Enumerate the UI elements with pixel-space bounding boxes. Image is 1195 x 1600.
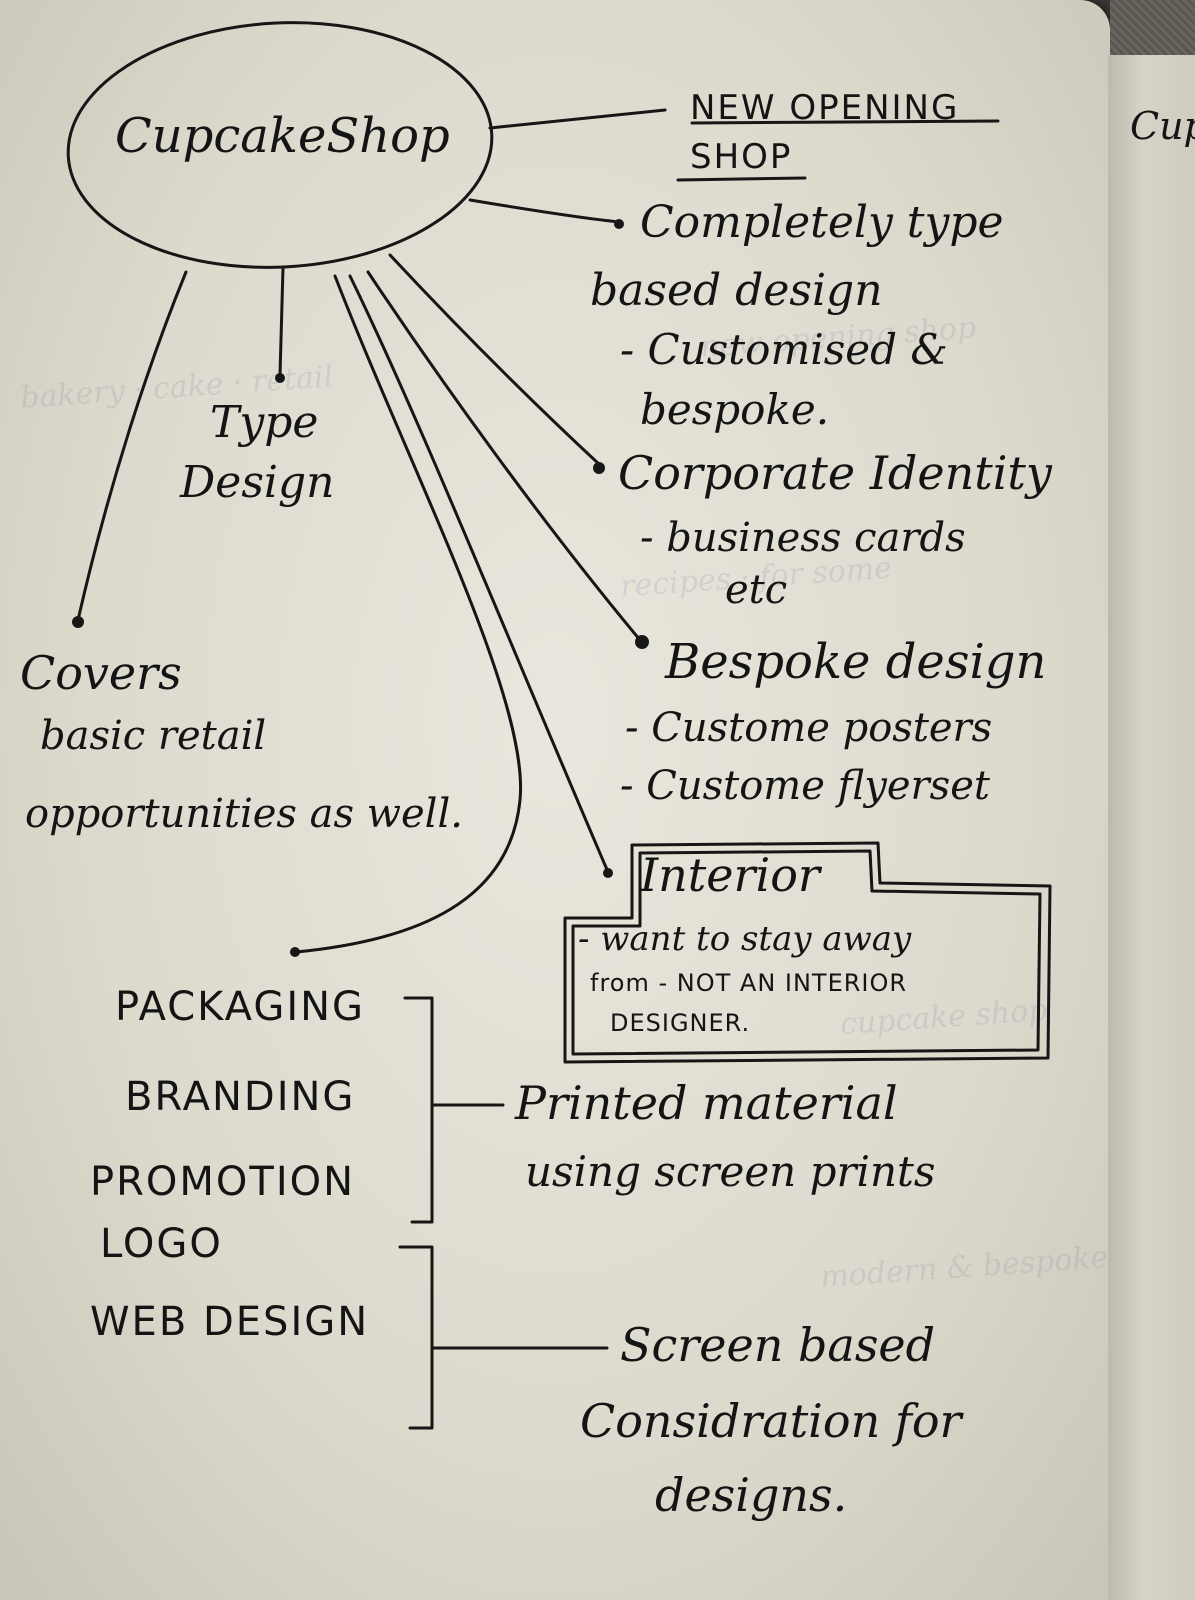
- dot-type-based: [614, 219, 624, 229]
- type-design-line-2: Design: [180, 457, 335, 508]
- notebook-page: [0, 0, 1110, 1600]
- type-based-line-3: - Customised &: [620, 325, 948, 374]
- dot-interior: [603, 868, 613, 878]
- underline-new: [690, 119, 1000, 125]
- interior-title: Interior: [640, 848, 820, 902]
- dot-type-design: [275, 373, 285, 383]
- screen-note-line-1: Screen based: [620, 1318, 936, 1372]
- background-fabric: [1110, 0, 1195, 60]
- new-opening-shop-label: NEW OPENING SHOP: [690, 88, 960, 178]
- bespoke-line-3: - Custome flyerset: [620, 763, 990, 809]
- center-ellipse: [66, 21, 494, 269]
- bespoke-line-2: - Custome posters: [625, 705, 993, 751]
- covers-line-2: basic retail: [40, 713, 267, 759]
- corporate-line-3: etc: [725, 567, 788, 613]
- print-note-line-2: using screen prints: [525, 1147, 936, 1196]
- interior-line-3: DESIGNER.: [610, 1009, 751, 1037]
- dot-packaging: [290, 947, 300, 957]
- interior-frame-inner: [571, 849, 1042, 1056]
- bespoke-line-1: Bespoke design: [665, 634, 1047, 690]
- type-design-line-1: Type: [210, 397, 319, 448]
- next-page-edge: Cup: [1108, 55, 1195, 1600]
- connector-new-opening: [488, 108, 667, 130]
- interior-frame-outer: [563, 841, 1052, 1064]
- connector-type-based: [468, 198, 622, 224]
- bracket-screen: [398, 1245, 434, 1430]
- dot-covers: [72, 616, 84, 628]
- next-page-fragment: Cup: [1130, 104, 1195, 148]
- type-based-line-1: Completely type: [640, 197, 1004, 248]
- type-based-line-4: bespoke.: [640, 385, 830, 434]
- center-label: CupcakeShop: [115, 108, 450, 164]
- print-group-branding: BRANDING: [125, 1074, 356, 1120]
- print-group-promotion: PROMOTION: [90, 1159, 356, 1205]
- covers-line-1: Covers: [20, 646, 182, 700]
- dot-corporate: [593, 462, 605, 474]
- connector-type-design: [278, 266, 285, 377]
- connector-corporate: [388, 253, 602, 467]
- connector-interior: [348, 274, 610, 874]
- connector-covers: [76, 270, 188, 622]
- corporate-line-1: Corporate Identity: [618, 446, 1052, 500]
- bracket-print: [403, 996, 434, 1224]
- screen-note-line-2: Considration for: [580, 1394, 962, 1448]
- type-based-line-2: based design: [590, 265, 883, 316]
- interior-line-1: - want to stay away: [578, 919, 912, 959]
- screen-group-web-design: WEB DESIGN: [90, 1299, 370, 1345]
- screen-group-logo: LOGO: [100, 1221, 223, 1267]
- connector-packaging: [294, 274, 523, 954]
- covers-line-3: opportunities as well.: [25, 791, 463, 837]
- screen-note-line-3: designs.: [655, 1468, 848, 1522]
- underline-shop: [676, 176, 807, 182]
- print-group-packaging: PACKAGING: [115, 984, 366, 1030]
- connector-bespoke: [366, 270, 642, 642]
- print-note-line-1: Printed material: [515, 1076, 898, 1130]
- dot-bespoke: [635, 635, 649, 649]
- corporate-line-2: - business cards: [640, 515, 966, 561]
- interior-line-2: from - NOT AN INTERIOR: [590, 969, 908, 997]
